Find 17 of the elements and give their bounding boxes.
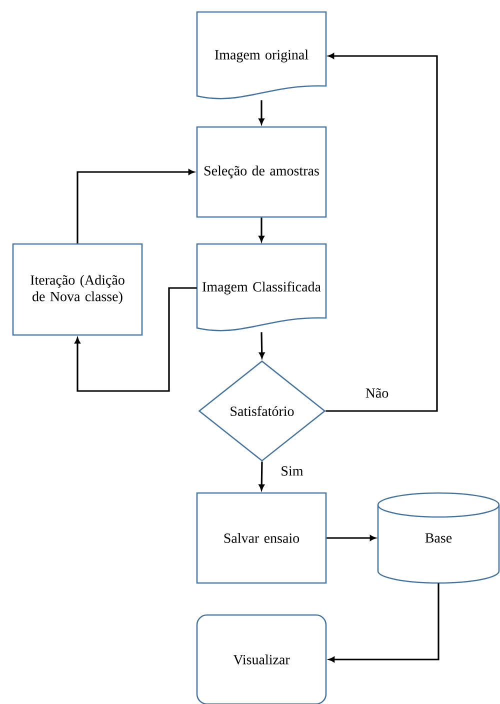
- arrow: [326, 53, 438, 412]
- process-box: Seleção de amostras: [196, 126, 327, 218]
- arrow: [74, 287, 197, 392]
- arrow: [258, 462, 264, 490]
- process-box: Iteração (Adição de Nova classe): [12, 243, 143, 336]
- arrow: [326, 535, 376, 541]
- terminal-box: Visualizar: [196, 614, 327, 704]
- edge-label: Sim: [280, 465, 304, 477]
- database-cylinder: Base: [377, 492, 500, 584]
- node-label: Base: [425, 533, 452, 543]
- arrow: [259, 332, 265, 358]
- arrow: [76, 169, 194, 244]
- arrow: [258, 218, 264, 242]
- arrow: [328, 583, 440, 662]
- arrow: [258, 100, 264, 124]
- process-box: Salvar ensaio: [196, 492, 327, 584]
- edge-label: Não: [364, 387, 390, 399]
